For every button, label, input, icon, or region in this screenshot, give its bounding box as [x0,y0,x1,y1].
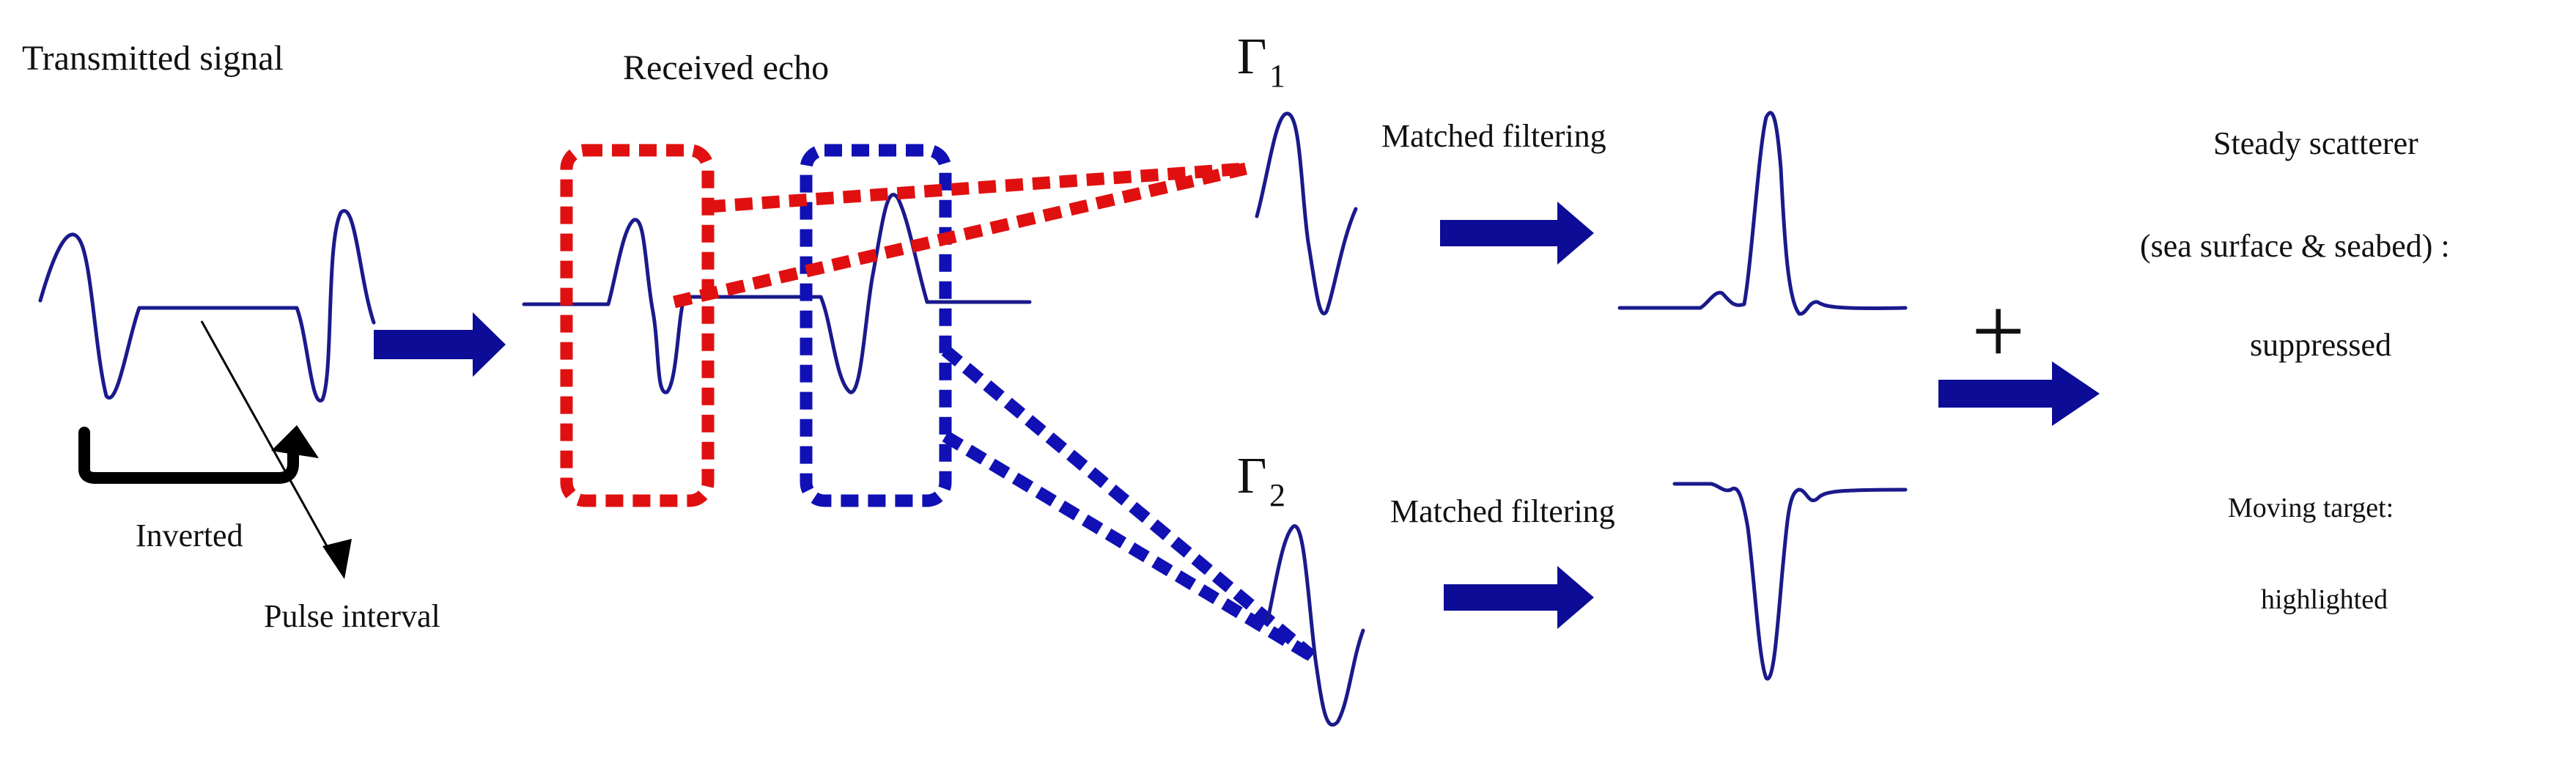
arrow-sum-output [1938,361,2100,426]
steady-scatterer-label: Steady scatterer [2213,125,2418,161]
pulse-interval-arrowhead [322,539,352,579]
inverted-bracket [78,427,299,484]
gamma2-waveform [1266,524,1365,727]
transmitted-signal-label: Transmitted signal [22,39,284,78]
sea-surface-seabed-label: (sea surface & seabed) : [2140,228,2450,264]
arrow-matched-filter-1 [1440,202,1594,265]
matched-filtering-label-1: Matched filtering [1381,118,1606,154]
gamma1-subscript: 1 [1269,58,1285,94]
blue-dotted-box [800,144,952,507]
received-echo-waveform [522,193,1032,394]
pulse-interval-leader [200,320,339,565]
highlighted-label: highlighted [2261,584,2388,615]
gamma1-symbol: Γ [1237,29,1266,85]
pulse-interval-label: Pulse interval [264,598,440,634]
red-projection-lower [673,162,1247,309]
moving-target-label: Moving target: [2228,493,2394,523]
gamma2-symbol: Γ [1237,448,1266,504]
arrow-matched-filter-2 [1444,566,1594,629]
arrow-to-received [374,312,506,377]
plus-sign: + [1971,279,2025,384]
filtered-output-2 [1672,482,1908,681]
red-dotted-box [560,144,715,507]
transmitted-waveform [38,209,376,402]
received-echo-label: Received echo [623,48,829,87]
filtered-output-1 [1617,111,1908,316]
matched-filtering-label-2: Matched filtering [1390,493,1615,529]
inverted-label: Inverted [136,518,243,553]
inverted-arrowhead [271,425,319,458]
red-projection-upper [707,162,1247,213]
gamma2-subscript: 2 [1269,477,1285,513]
gamma1-waveform [1255,111,1358,315]
blue-projection-lower [942,430,1315,662]
suppressed-label: suppressed [2250,327,2391,363]
